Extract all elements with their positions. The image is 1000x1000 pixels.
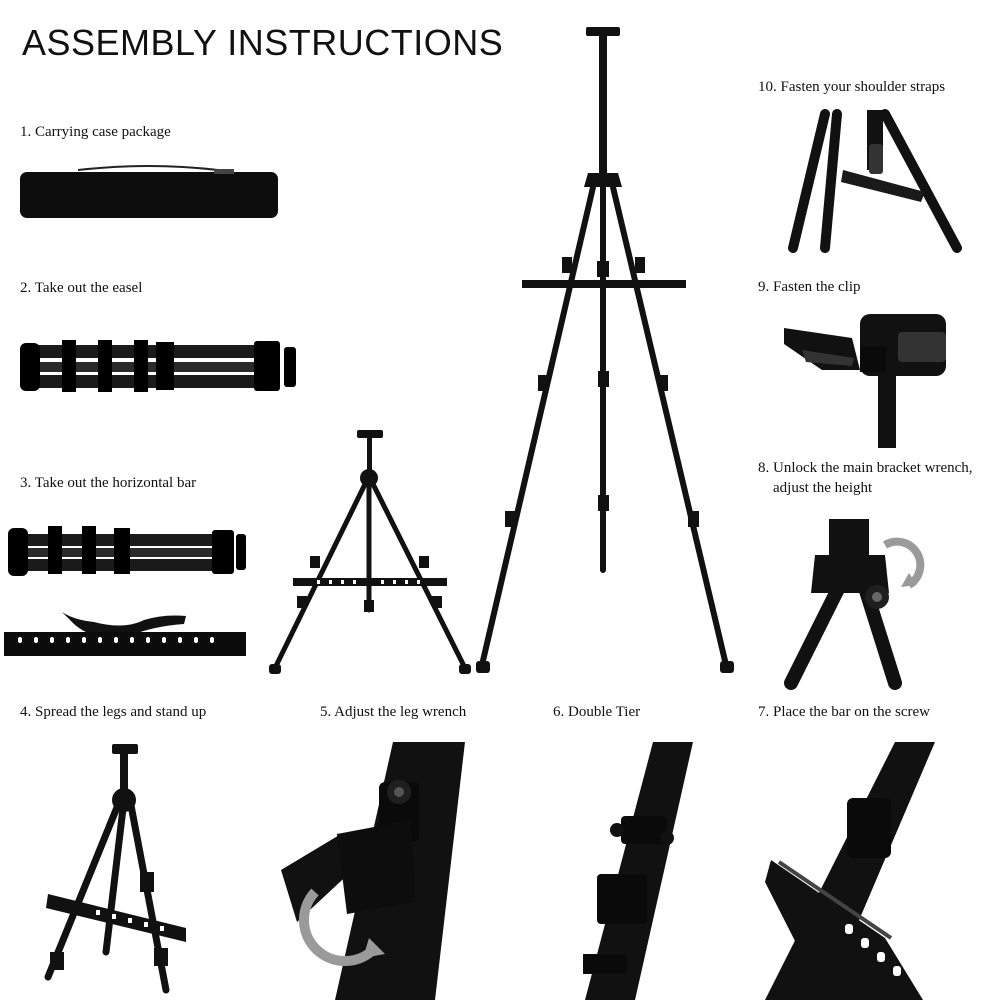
step-1-label: 1. Carrying case package bbox=[20, 124, 171, 140]
carrying-case-image bbox=[18, 160, 280, 222]
shoulder-strap-closeup-image bbox=[785, 109, 965, 253]
rotation-arrow-icon bbox=[882, 537, 925, 589]
bracket-wrench-closeup-image bbox=[784, 515, 925, 690]
clip-closeup-image bbox=[782, 310, 954, 448]
rotation-arrow-icon bbox=[298, 888, 379, 966]
small-easel-image bbox=[265, 428, 475, 678]
step-10-label: 10. Fasten your shoulder straps bbox=[758, 79, 946, 95]
folded-easel-image bbox=[16, 335, 300, 397]
leg-wrench-closeup-image bbox=[275, 742, 475, 1000]
step-8-line-1: 8. Unlock the main bracket wrench, bbox=[758, 460, 973, 476]
page-title: ASSEMBLY INSTRUCTIONS bbox=[22, 22, 504, 63]
step-4-label: 4. Spread the legs and stand up bbox=[20, 704, 207, 720]
step-8-label: 8. Unlock the main bracket wrench, adjus… bbox=[758, 458, 973, 498]
step-5-label: 5. Adjust the leg wrench bbox=[320, 704, 467, 720]
step-6-label: 6. Double Tier bbox=[553, 704, 641, 720]
horizontal-bar-image bbox=[4, 520, 250, 662]
step-9-label: 9. Fasten the clip bbox=[758, 279, 861, 295]
step-7-label: 7. Place the bar on the screw bbox=[758, 704, 931, 720]
step-2-label: 2. Take out the easel bbox=[20, 280, 143, 296]
standing-easel-angled-image bbox=[40, 742, 190, 997]
large-easel-image bbox=[470, 25, 740, 680]
step-3-label: 3. Take out the horizontal bar bbox=[20, 475, 197, 491]
double-tier-closeup-image bbox=[575, 742, 705, 1000]
bar-on-screw-closeup-image bbox=[765, 742, 935, 1000]
step-8-line-2: adjust the height bbox=[773, 480, 873, 496]
